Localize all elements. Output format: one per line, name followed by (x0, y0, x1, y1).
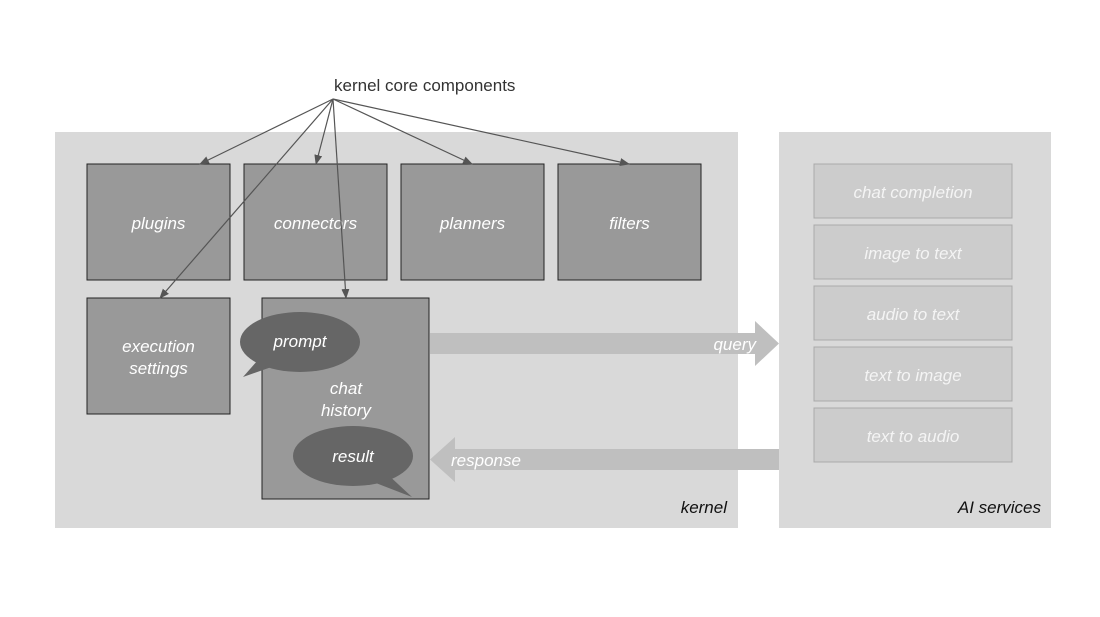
plugins-box (86, 163, 231, 281)
chat-history-label-line2: history (321, 401, 373, 420)
pointer-line-filters (332, 98, 630, 166)
pointer-line-chat-history (332, 98, 350, 299)
service-chat-completion (813, 163, 1013, 219)
result-bubble (293, 426, 413, 497)
planners-label: planners (439, 214, 506, 233)
ai-services-panel-label: AI services (957, 498, 1042, 517)
service-text-to-image (813, 346, 1013, 402)
connectors-label: connectors (274, 214, 358, 233)
service-audio-to-text (813, 285, 1013, 341)
pointer-line-execution-settings (159, 98, 334, 299)
service-text-to-audio-label: text to audio (867, 427, 960, 446)
pointer-line-connectors (314, 98, 334, 165)
execution-settings-label-line1: execution (122, 337, 195, 356)
service-audio-to-text-label: audio to text (867, 305, 961, 324)
service-chat-completion-label: chat completion (853, 183, 972, 202)
query-arrow (430, 321, 779, 366)
pointer-line-planners (332, 98, 473, 165)
prompt-bubble (240, 312, 360, 377)
service-text-to-audio (813, 407, 1013, 463)
execution-settings-label-line2: settings (129, 359, 188, 378)
execution-settings-box (86, 297, 231, 415)
query-label: query (713, 335, 757, 354)
service-image-to-text (813, 224, 1013, 280)
component-pointer-lines (159, 98, 630, 299)
service-text-to-image-label: text to image (864, 366, 961, 385)
result-label: result (332, 447, 375, 466)
diagram-title: kernel core components (334, 76, 515, 95)
pointer-line-plugins (199, 98, 334, 165)
chat-history-label-line1: chat (330, 379, 363, 398)
planners-box (400, 163, 545, 281)
response-arrow (430, 437, 779, 482)
kernel-panel-label: kernel (681, 498, 729, 517)
service-image-to-text-label: image to text (864, 244, 963, 263)
response-label: response (451, 451, 521, 470)
plugins-label: plugins (131, 214, 186, 233)
connectors-box (243, 163, 388, 281)
prompt-label: prompt (273, 332, 328, 351)
filters-label: filters (609, 214, 650, 233)
